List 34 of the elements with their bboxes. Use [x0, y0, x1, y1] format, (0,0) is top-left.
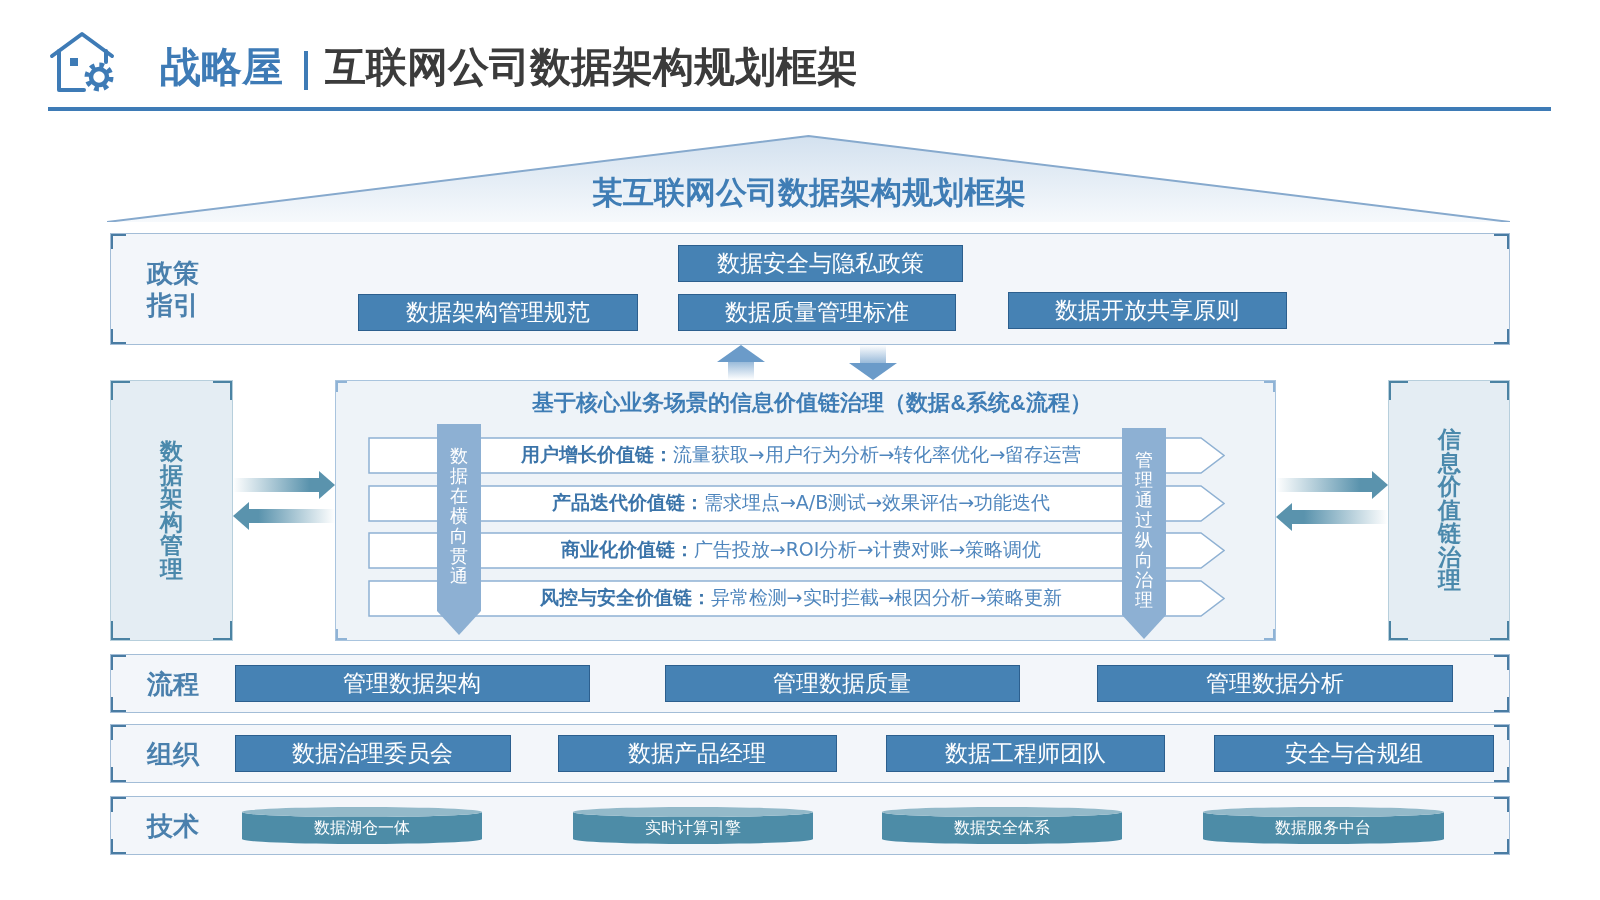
panel-title: 基于核心业务场景的信息价值链治理（数据&系统&流程） — [532, 390, 1092, 417]
label-box: 数据工程师团队 — [885, 734, 1165, 772]
band-panel — [110, 654, 1510, 713]
arrow-banner: 管理通过纵向治理 — [1121, 427, 1166, 639]
label-box: 安全与合规组 — [1213, 734, 1494, 772]
band-label: 技术 — [147, 809, 200, 842]
block-arrow — [717, 345, 765, 380]
band-label: 政策指引 — [147, 257, 200, 321]
block-arrow — [233, 502, 335, 530]
page-title: 互联网公司数据架构规划框架 — [325, 43, 858, 92]
arrow-banner: 数据在横向贯通 — [436, 423, 481, 635]
label-box: 管理数据分析 — [1096, 664, 1453, 702]
pillar-panel: 数据架构管理 — [110, 380, 233, 641]
label-box: 数据开放共享原则 — [1007, 291, 1287, 329]
panel — [335, 380, 1276, 641]
band-label: 流程 — [147, 667, 200, 700]
block-arrow — [849, 345, 897, 380]
label-box: 数据产品经理 — [557, 734, 837, 772]
band-panel — [110, 796, 1510, 855]
label-box: 数据质量管理标准 — [677, 293, 956, 331]
band-panel — [110, 724, 1510, 783]
label-box: 管理数据架构 — [234, 664, 590, 702]
label-box: 数据治理委员会 — [234, 734, 511, 772]
block-arrow — [233, 471, 335, 499]
roof-banner: 某互联网公司数据架构规划框架 — [107, 135, 1510, 222]
label-box: 管理数据质量 — [664, 664, 1020, 702]
header-label: 战略屋 — [160, 43, 283, 92]
block-arrow — [1276, 503, 1388, 531]
pillar-panel: 信息价值链治理 — [1388, 380, 1510, 641]
label-box: 数据架构管理规范 — [357, 293, 638, 331]
band-panel — [110, 233, 1510, 345]
label-box: 数据安全与隐私政策 — [677, 244, 963, 282]
band-label: 组织 — [147, 737, 201, 770]
block-arrow — [1276, 471, 1388, 499]
